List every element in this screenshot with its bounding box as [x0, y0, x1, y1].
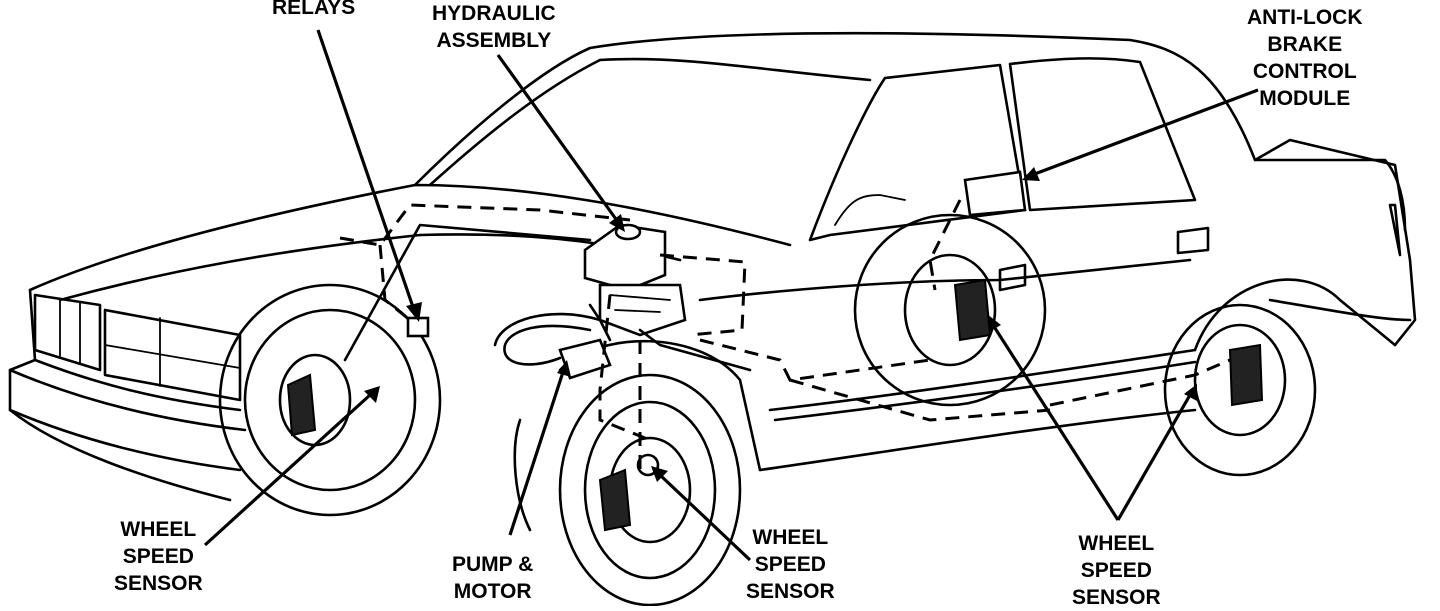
label-relays: RELAYS: [272, 0, 355, 21]
label-wss-rear: WHEEL SPEED SENSOR: [1072, 530, 1161, 611]
label-wss-rear-line-2: SPEED: [1080, 559, 1152, 582]
label-abs-line-3: CONTROL: [1252, 60, 1357, 83]
rear-right-wheel: [1163, 303, 1317, 477]
label-pump-line-1: PUMP &: [452, 553, 534, 576]
label-wss-fr-line-3: SENSOR: [746, 580, 835, 603]
leader-wss-rear: [987, 314, 1197, 521]
label-abs-module: ANTI-LOCK BRAKE CONTROL MODULE: [1247, 4, 1362, 112]
pump-motor-unit: [493, 312, 612, 380]
leader-relays: [316, 29, 422, 322]
car-body: [8, 31, 1417, 532]
brake-lines: [343, 223, 752, 372]
leader-wss-front-right: [651, 466, 752, 562]
leader-abs-module: [1022, 88, 1259, 181]
label-wss-rear-line-1: WHEEL: [1078, 532, 1155, 555]
label-hydraulic-line-1: HYDRAULIC: [432, 2, 556, 25]
label-abs-line-1: ANTI-LOCK: [1247, 6, 1363, 29]
abs-module-unit: [963, 170, 1027, 217]
label-wss-fl-line-2: SPEED: [122, 545, 194, 568]
label-hydraulic-line-2: ASSEMBLY: [436, 29, 552, 52]
label-pump-motor: PUMP & MOTOR: [452, 551, 533, 605]
label-hydraulic-assembly: HYDRAULIC ASSEMBLY: [432, 0, 556, 54]
label-wss-front-right: WHEEL SPEED SENSOR: [746, 524, 835, 605]
label-wss-fr-line-1: WHEEL: [752, 526, 829, 549]
label-wss-fl-line-3: SENSOR: [114, 572, 203, 595]
wiring-harness: [339, 199, 1231, 470]
label-wss-rear-line-3: SENSOR: [1072, 586, 1161, 609]
label-abs-line-2: BRAKE: [1267, 33, 1343, 56]
leader-pump-motor: [508, 360, 571, 536]
label-pump-line-2: MOTOR: [453, 580, 532, 603]
front-left-wheel: [218, 283, 442, 517]
label-wss-fr-line-2: SPEED: [754, 553, 826, 576]
label-abs-line-4: MODULE: [1259, 87, 1351, 110]
leader-wss-front-left: [203, 386, 380, 547]
front-right-wheel: [558, 373, 742, 606]
leader-hydraulic: [496, 54, 625, 232]
label-wss-fl-line-1: WHEEL: [120, 518, 197, 541]
label-relays-line: RELAYS: [272, 0, 356, 19]
rear-left-wheel: [853, 213, 1047, 407]
label-wss-front-left: WHEEL SPEED SENSOR: [114, 516, 203, 597]
